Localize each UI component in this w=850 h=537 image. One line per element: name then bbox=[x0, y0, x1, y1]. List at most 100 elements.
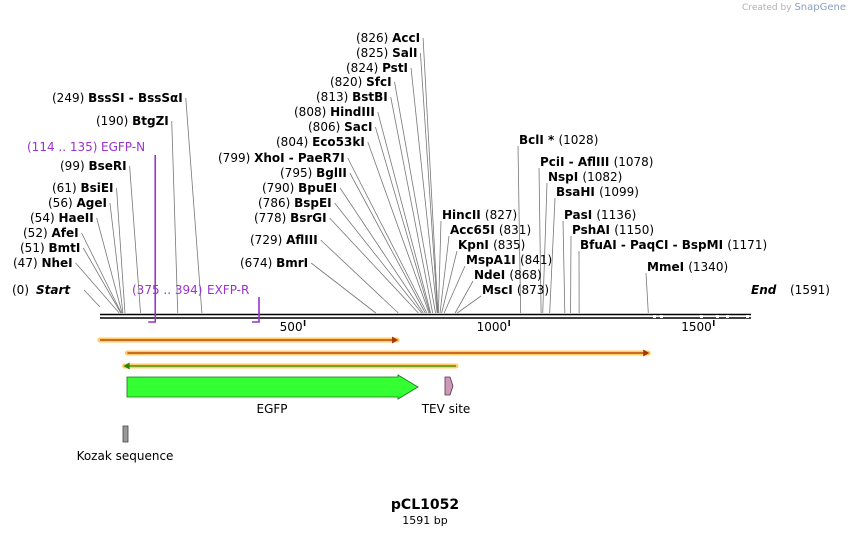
site-position: (841) bbox=[520, 253, 552, 267]
site-leader-line bbox=[441, 250, 458, 314]
site-name: BseRI bbox=[88, 159, 126, 173]
site-msci: MscI (873) bbox=[482, 283, 549, 297]
site-label: (99) BseRI bbox=[60, 159, 127, 173]
site-name: PstI bbox=[382, 61, 408, 75]
site-name: BclI * bbox=[519, 133, 558, 147]
watermark-prefix: Created by bbox=[742, 3, 792, 13]
site-label: BfuAI - PaqCI - BspMI (1171) bbox=[580, 238, 767, 252]
site-label: (820) SfcI bbox=[330, 75, 392, 89]
site-leader-line bbox=[367, 141, 430, 314]
site-name: MmeI bbox=[647, 260, 688, 274]
site-sfci: (820) SfcI bbox=[330, 75, 392, 89]
site-position: (1150) bbox=[614, 223, 654, 237]
site-leader-line bbox=[109, 202, 124, 314]
primer-arrow bbox=[148, 155, 157, 323]
site-label: (52) AfeI bbox=[23, 226, 79, 240]
site-position: (835) bbox=[493, 238, 525, 252]
backbone-gap-mark bbox=[716, 315, 719, 318]
site-nspi: NspI (1082) bbox=[548, 170, 622, 184]
site-label: (778) BsrGI bbox=[254, 211, 327, 225]
site-bfuai: BfuAI - PaqCI - BspMI (1171) bbox=[580, 238, 767, 252]
site-leader-line bbox=[171, 120, 179, 314]
site-name: BssSI - BssSαI bbox=[88, 91, 183, 105]
orf-2 bbox=[124, 349, 651, 357]
site-name: Eco53kI bbox=[312, 135, 365, 149]
site-label: MscI (873) bbox=[482, 283, 549, 297]
site-name: HincII bbox=[442, 208, 485, 222]
site-name: BsrGI bbox=[290, 211, 327, 225]
site-pcii: PciI - AflIII (1078) bbox=[540, 155, 653, 169]
site-leader-line bbox=[75, 262, 120, 314]
site-position: (52) bbox=[23, 226, 51, 240]
site-name: KpnI bbox=[458, 238, 493, 252]
site-label: (825) SalI bbox=[356, 46, 417, 60]
snapgene-logo: SnapGene bbox=[794, 2, 846, 13]
site-label: NspI (1082) bbox=[548, 170, 622, 184]
site-bmri: (674) BmrI bbox=[240, 256, 308, 270]
end-name: End bbox=[751, 283, 777, 297]
site-leader-line bbox=[129, 165, 141, 314]
site-position: (47) bbox=[13, 256, 41, 270]
orf-1 bbox=[97, 336, 400, 344]
site-name: SfcI bbox=[366, 75, 391, 89]
site-name: AflIII bbox=[286, 233, 318, 247]
primer-name: EGFP-N bbox=[101, 140, 145, 154]
site-position: (804) bbox=[276, 135, 312, 149]
site-leader-line bbox=[454, 280, 474, 314]
site-label: (799) XhoI - PaeR7I bbox=[218, 151, 345, 165]
orf-arrowhead bbox=[123, 362, 130, 370]
site-position: (1099) bbox=[599, 185, 639, 199]
site-leader-line bbox=[116, 187, 126, 314]
site-bcli: BclI * (1028) bbox=[519, 133, 598, 147]
site-pasi: PasI (1136) bbox=[564, 208, 636, 222]
site-leader-line bbox=[96, 217, 123, 314]
site-position: (1136) bbox=[596, 208, 636, 222]
site-leader-line bbox=[420, 52, 438, 314]
site-bpuei: (790) BpuEI bbox=[262, 181, 337, 195]
site-leader-line bbox=[394, 81, 436, 314]
site-name: SalI bbox=[392, 46, 417, 60]
site-position: (824) bbox=[346, 61, 382, 75]
site-label: PshAI (1150) bbox=[572, 223, 654, 237]
site-label: (804) Eco53kI bbox=[276, 135, 365, 149]
site-position: (827) bbox=[485, 208, 517, 222]
tick-label: 1000 bbox=[477, 320, 508, 334]
site-label: (824) PstI bbox=[346, 61, 408, 75]
site-xhoi: (799) XhoI - PaeR7I bbox=[218, 151, 345, 165]
egfp-arrow bbox=[126, 374, 419, 400]
site-name: PasI bbox=[564, 208, 596, 222]
site-label: (51) BmtI bbox=[20, 241, 80, 255]
site-leader-line bbox=[339, 187, 424, 314]
site-position: (813) bbox=[316, 90, 352, 104]
site-name: BstBI bbox=[352, 90, 388, 104]
site-name: HaeII bbox=[58, 211, 93, 225]
site-name: Acc65I bbox=[450, 223, 499, 237]
site-name: HindIII bbox=[330, 105, 375, 119]
site-leader-line bbox=[645, 272, 649, 314]
site-btgzi: (190) BtgZI bbox=[96, 114, 169, 128]
site-label: (806) SacI bbox=[308, 120, 372, 134]
site-leader-line bbox=[390, 96, 434, 314]
site-name: BmrI bbox=[276, 256, 308, 270]
site-position: (826) bbox=[356, 31, 392, 45]
site-label: (56) AgeI bbox=[48, 196, 107, 210]
site-label: (786) BspEI bbox=[258, 196, 332, 210]
site-name: MscI bbox=[482, 283, 517, 297]
site-label: (826) AccI bbox=[356, 31, 420, 45]
site-label: MspA1I (841) bbox=[466, 253, 552, 267]
site-haeii: (54) HaeII bbox=[30, 211, 94, 225]
site-leader-line bbox=[329, 217, 419, 314]
site-leader-line bbox=[375, 126, 431, 314]
kozak-box bbox=[122, 425, 129, 443]
orf-3 bbox=[122, 362, 459, 370]
site-mspa1i: MspA1I (841) bbox=[466, 253, 552, 267]
site-afei: (52) AfeI bbox=[23, 226, 79, 240]
site-name: BsiEI bbox=[80, 181, 113, 195]
site-leader-line bbox=[410, 67, 438, 314]
orf-arrowhead bbox=[643, 349, 650, 357]
site-position: (61) bbox=[52, 181, 80, 195]
site-label: NdeI (868) bbox=[474, 268, 542, 282]
site-sali: (825) SalI bbox=[356, 46, 417, 60]
